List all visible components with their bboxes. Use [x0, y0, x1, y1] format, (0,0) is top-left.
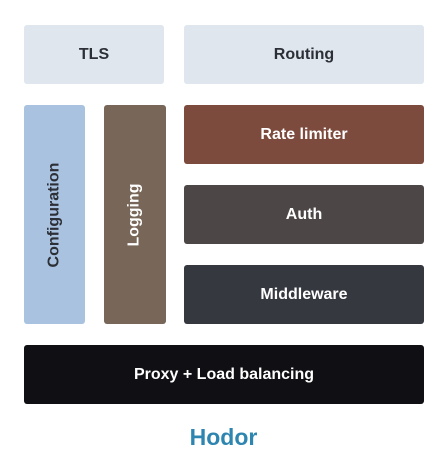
auth-block: Auth — [184, 185, 424, 244]
configuration-label: Configuration — [45, 162, 63, 267]
routing-label: Routing — [273, 45, 335, 63]
tls-label: TLS — [78, 45, 110, 63]
rate-limiter-block: Rate limiter — [184, 105, 424, 164]
proxy-load-balancing-label: Proxy + Load balancing — [133, 365, 315, 383]
configuration-block: Configuration — [24, 105, 85, 324]
logging-block: Logging — [104, 105, 166, 324]
tls-block: TLS — [24, 25, 164, 84]
rate-limiter-label: Rate limiter — [260, 125, 348, 143]
logging-label: Logging — [126, 182, 143, 247]
proxy-load-balancing-block: Proxy + Load balancing — [24, 345, 424, 404]
auth-label: Auth — [285, 205, 323, 223]
middleware-label: Middleware — [260, 285, 348, 303]
middleware-block: Middleware — [184, 265, 424, 324]
diagram-caption: Hodor — [189, 424, 258, 450]
routing-block: Routing — [184, 25, 424, 84]
